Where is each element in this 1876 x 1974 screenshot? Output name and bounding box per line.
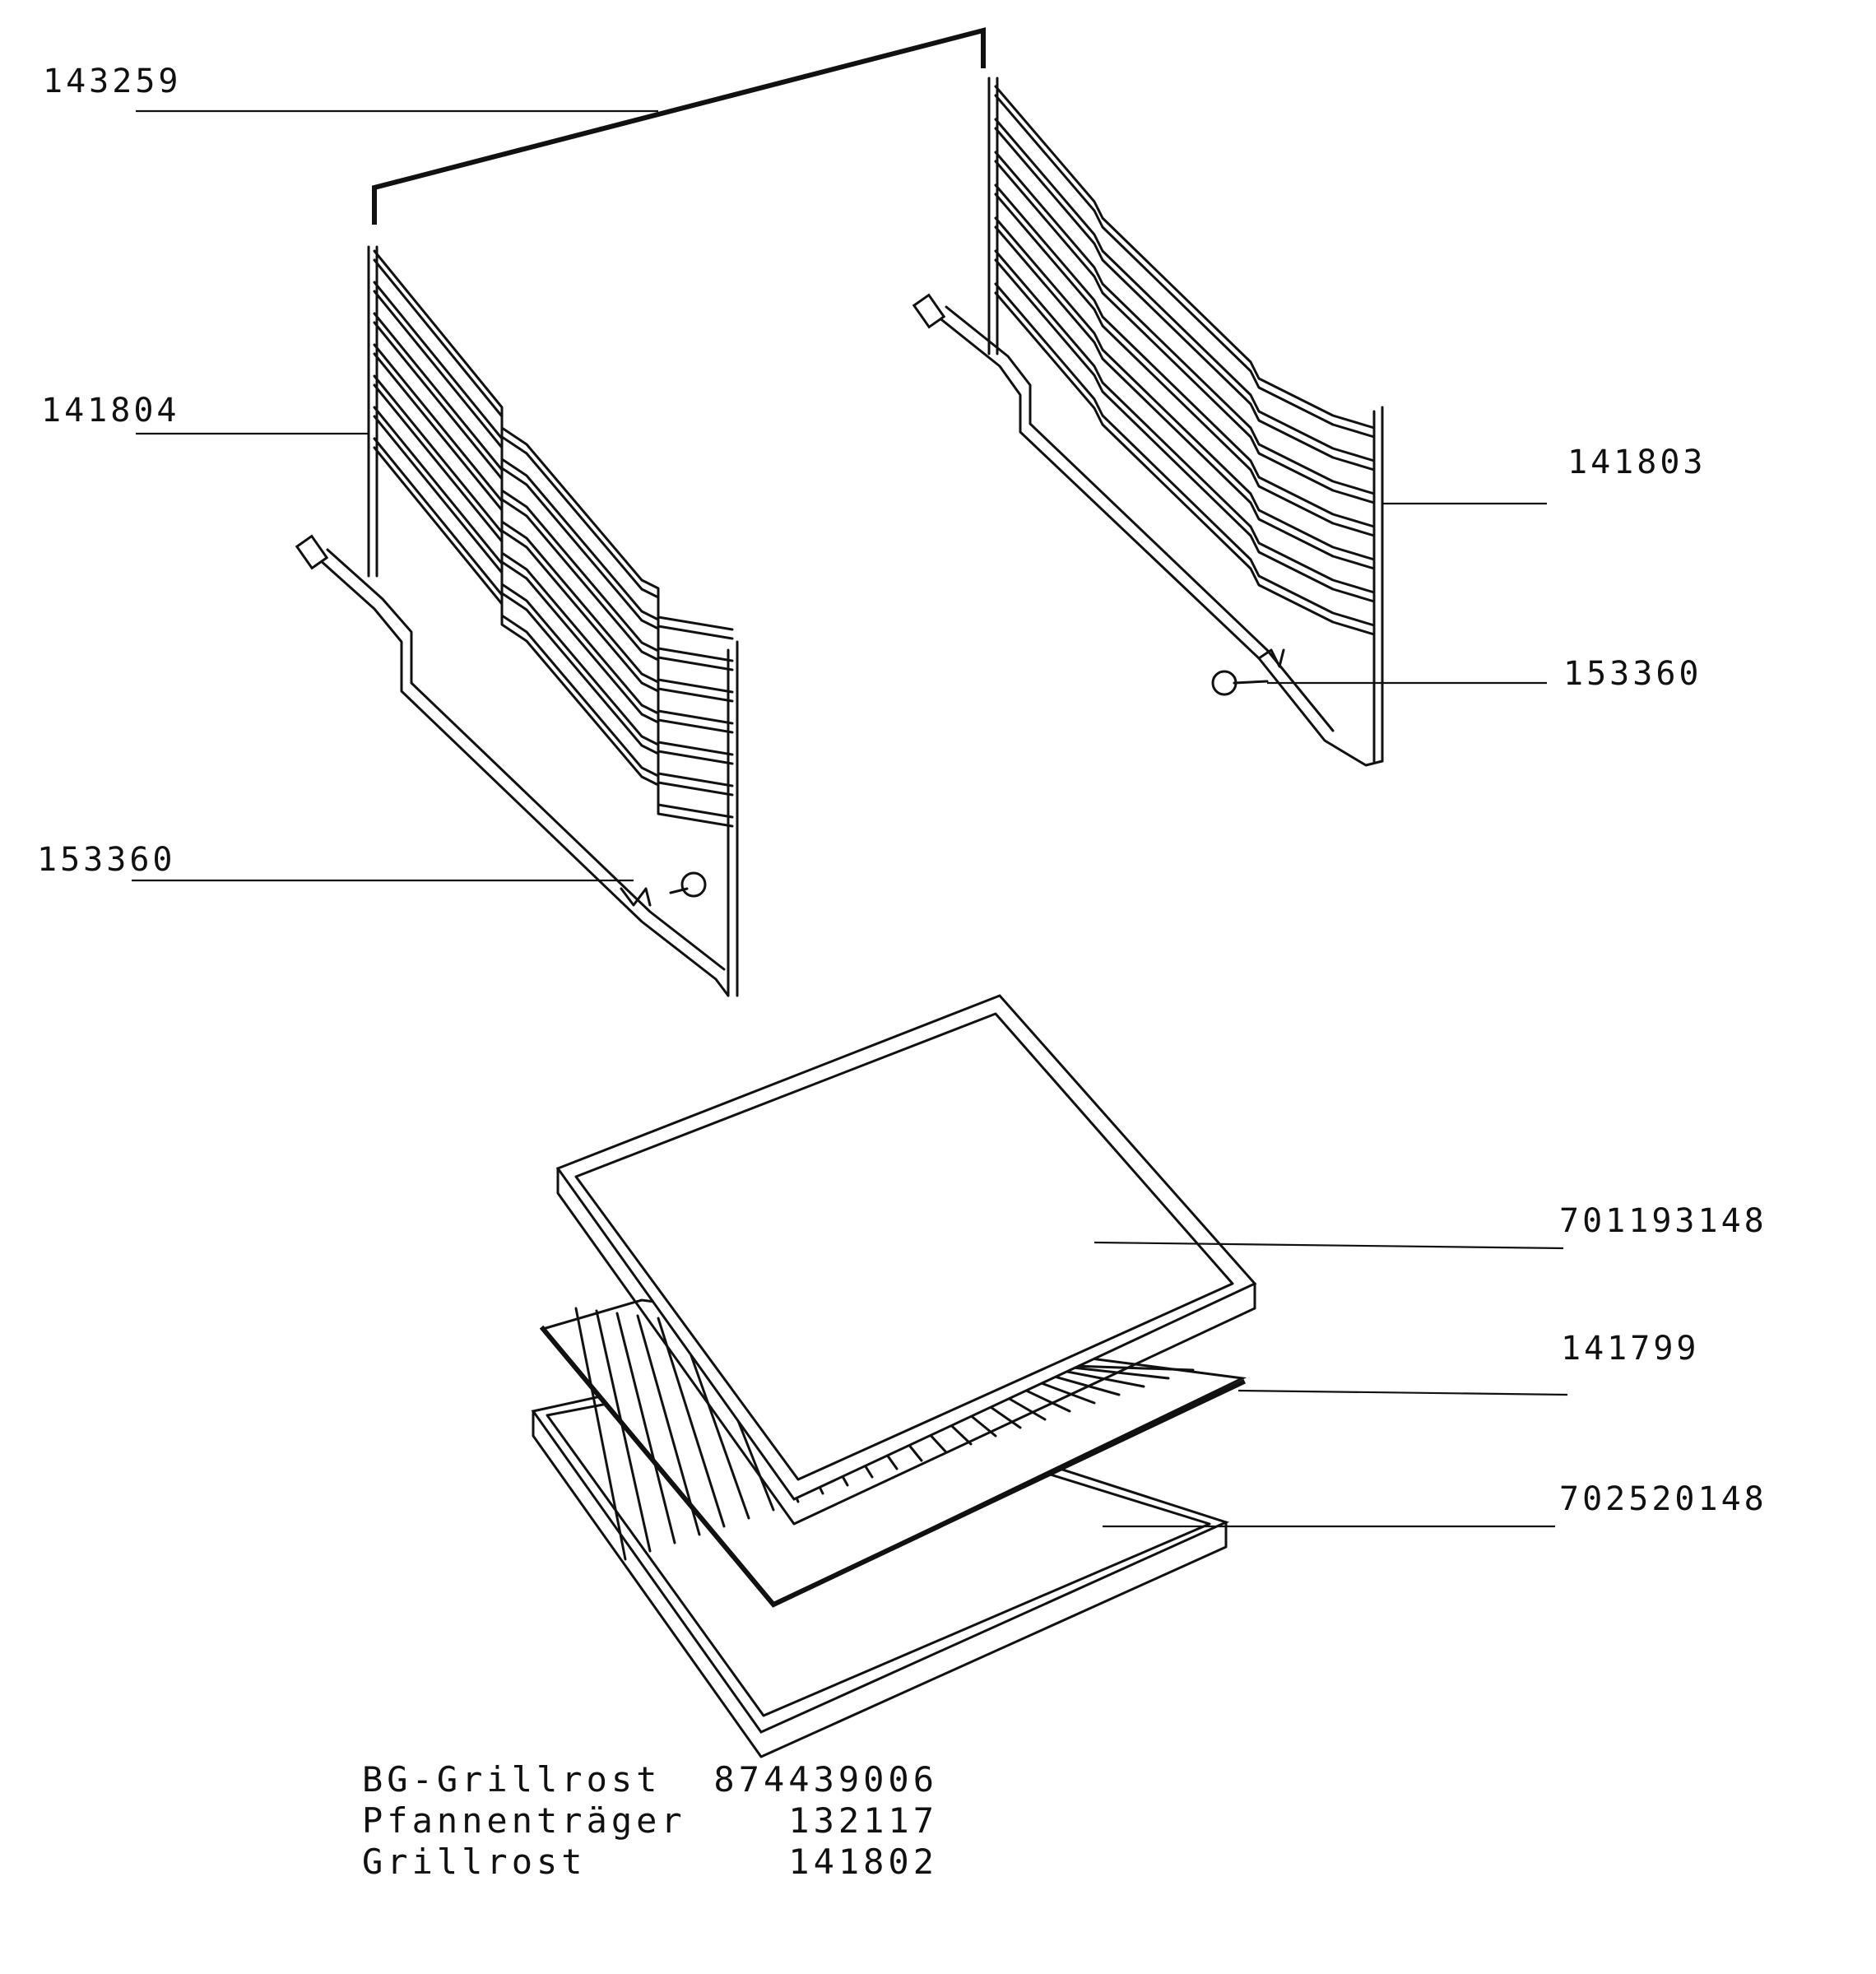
shelf-rail-wire (994, 193, 1376, 537)
grill-bar (657, 1317, 726, 1528)
shelf-rail-wire (994, 225, 1376, 570)
right-clip-153360 (1211, 648, 1285, 696)
shelf-rail-wire (994, 160, 1376, 504)
shelf-rail-wire (994, 249, 1376, 594)
label-141799: 141799 (1561, 1330, 1700, 1368)
grill-bar (636, 1314, 701, 1536)
shelf-rail-wire (994, 183, 1376, 528)
shelf-rail-wire (373, 406, 734, 787)
shelf-rail-wire (994, 127, 1376, 471)
grill-bar (615, 1312, 676, 1544)
part-name: Pfannenträger (362, 1800, 686, 1841)
part-number: 141802 (788, 1842, 938, 1882)
parts-list: BG-Grillrost 874439006 Pfannenträger 132… (362, 1759, 938, 1883)
grill-bar (595, 1309, 652, 1553)
parts-list-row: Grillrost 141802 (362, 1842, 938, 1883)
part-name: Grillrost (362, 1842, 587, 1882)
top-bracket-143259 (372, 27, 986, 225)
left-clip-153360 (620, 871, 707, 907)
left-shelf-rail-141804 (295, 245, 739, 997)
shelf-rail-wire (373, 446, 734, 828)
shelf-rail-wire (373, 343, 734, 725)
shelf-rail-wire (994, 291, 1376, 636)
right-shelf-rail-141803 (912, 77, 1384, 767)
label-153360-left: 153360 (37, 841, 176, 879)
label-143259: 143259 (43, 63, 182, 100)
leader-lines (132, 109, 1568, 1528)
label-141803: 141803 (1567, 444, 1707, 481)
part-number: 132117 (788, 1800, 938, 1841)
parts-list-row: BG-Grillrost 874439006 (362, 1759, 938, 1800)
parts-list-row: Pfannenträger 132117 (362, 1800, 938, 1842)
shelf-rail-wire (373, 437, 734, 819)
shelf-rail-wire (994, 151, 1376, 495)
label-153360-right: 153360 (1563, 655, 1702, 693)
label-702520148: 702520148 (1559, 1480, 1767, 1518)
glass-lid-701193148 (555, 994, 1257, 1526)
shelf-rail-wire (994, 216, 1376, 561)
part-number: 874439006 (713, 1759, 938, 1800)
shelf-rail-wire (994, 282, 1376, 627)
shelf-rail-wire (994, 85, 1376, 430)
grill-bar (574, 1307, 627, 1561)
shelf-rail-wire (994, 258, 1376, 603)
shelf-rail-wire (994, 94, 1376, 439)
part-name: BG-Grillrost (362, 1759, 662, 1800)
label-141804: 141804 (41, 392, 180, 430)
label-701193148: 701193148 (1559, 1202, 1767, 1240)
shelf-rail-wire (994, 118, 1376, 462)
